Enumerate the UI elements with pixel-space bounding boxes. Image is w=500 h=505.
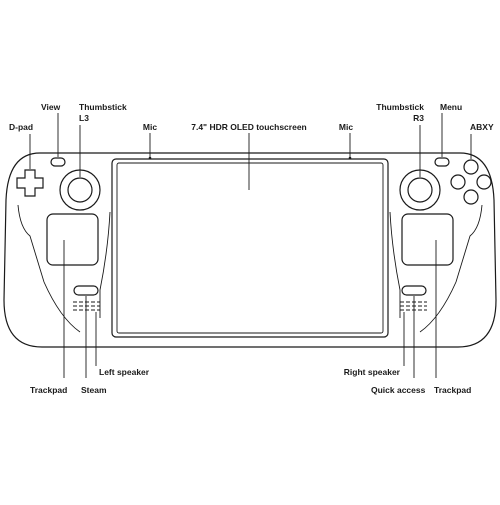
view-button[interactable] (50, 157, 66, 167)
b-button[interactable] (476, 174, 492, 190)
left-trackpad[interactable] (46, 213, 99, 266)
label-right-speaker: Right speaker (344, 367, 401, 377)
label-thumbstick-r3-line2: R3 (413, 113, 424, 123)
label-mic-left: Mic (143, 122, 157, 132)
mic-left-dot (148, 156, 152, 160)
label-trackpad-left: Trackpad (30, 385, 67, 395)
left-speaker-grille (73, 301, 100, 311)
label-dpad: D-pad (9, 122, 33, 132)
right-grip-inner (389, 211, 401, 318)
menu-button[interactable] (434, 157, 450, 167)
label-thumbstick-l3-line1: Thumbstick (79, 102, 127, 112)
right-thumbstick[interactable] (407, 177, 433, 203)
left-grip-contour (17, 204, 81, 333)
label-view: View (41, 102, 61, 112)
label-quick-access: Quick access (371, 385, 426, 395)
left-thumbstick[interactable] (67, 177, 93, 203)
label-left-speaker: Left speaker (99, 367, 150, 377)
mic-right-dot (348, 156, 352, 160)
abxy-buttons (450, 159, 492, 205)
dpad-button[interactable] (16, 169, 44, 197)
a-button[interactable] (463, 189, 479, 205)
label-thumbstick-l3-line2: L3 (79, 113, 89, 123)
right-trackpad[interactable] (401, 213, 454, 266)
label-trackpad-right: Trackpad (434, 385, 471, 395)
device-body-outline (3, 152, 497, 348)
quick-access-button[interactable] (401, 285, 427, 296)
label-mic-right: Mic (339, 122, 353, 132)
right-grip-contour (419, 204, 483, 333)
y-button[interactable] (463, 159, 479, 175)
label-steam: Steam (81, 385, 107, 395)
steam-button[interactable] (73, 285, 99, 296)
right-speaker-grille (400, 301, 427, 311)
label-menu: Menu (440, 102, 462, 112)
screen-bezel (111, 158, 389, 338)
label-abxy: ABXY (470, 122, 494, 132)
left-grip-inner (99, 211, 111, 318)
label-thumbstick-r3-line1: Thumbstick (376, 102, 424, 112)
screen-display[interactable] (116, 162, 384, 334)
x-button[interactable] (450, 174, 466, 190)
label-screen: 7.4" HDR OLED touchscreen (191, 122, 307, 132)
